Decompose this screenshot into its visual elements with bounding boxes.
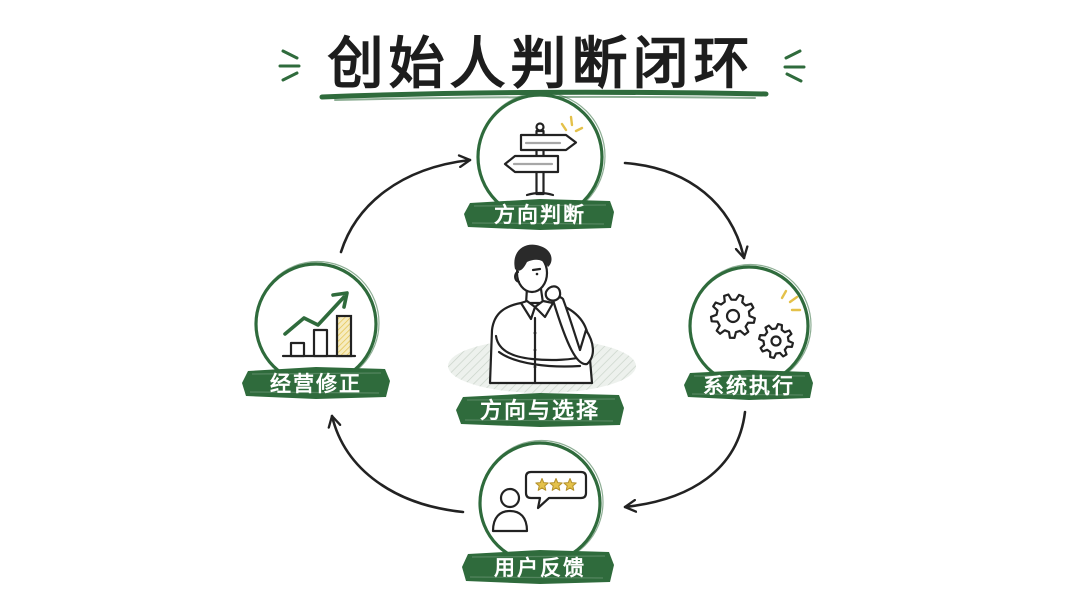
node-label: 经营修正: [270, 372, 362, 396]
node-user-feedback: 用户反馈: [462, 439, 614, 584]
user-body-icon: [491, 509, 529, 533]
cycle-arrows: [327, 154, 749, 514]
arrow-correction-to-direction: [339, 154, 472, 254]
center-label-banner: [456, 393, 624, 427]
center-label: 方向与选择: [480, 398, 600, 424]
arrow-feedback-to-correction: [327, 414, 465, 514]
title-right-accent-dashes: [783, 49, 806, 83]
rating-star-icon: [549, 478, 563, 491]
node-label-banner: [242, 367, 390, 399]
small-gear-hub: [770, 335, 782, 347]
large-gear-hub: [725, 308, 741, 324]
title-left-accent-dashes: [278, 49, 301, 82]
rating-star-icon: [563, 478, 577, 491]
node-system-execution: 系统执行: [684, 263, 813, 400]
trend-arrowhead-icon: [331, 291, 349, 309]
node-label-banner: [464, 199, 614, 230]
user-head-icon: [499, 487, 521, 509]
chart-bar-icon: [289, 341, 306, 358]
chart-bar-icon: [335, 314, 353, 358]
node-operating-correction: 经营修正: [242, 260, 390, 399]
thinking-person-icon: [488, 244, 594, 385]
diagram-title: 创始人判断闭环: [328, 32, 755, 97]
node-direction-judgment: 方向判断: [464, 91, 614, 230]
node-label-banner: [462, 550, 614, 584]
signpost-icon: [503, 115, 584, 197]
node-label: 系统执行: [703, 374, 795, 398]
node-label: 用户反馈: [494, 556, 586, 580]
growth-chart-icon: [281, 291, 357, 358]
arrow-execution-to-feedback: [623, 410, 747, 513]
center-focus: 方向与选择: [448, 244, 636, 427]
gears-icon: [709, 289, 802, 359]
trend-arrow-icon: [283, 295, 346, 336]
title-group: 创始人判断闭环: [278, 32, 806, 101]
user-feedback-icon: [491, 470, 588, 533]
node-label-banner: [684, 370, 813, 400]
node-label: 方向判断: [494, 203, 586, 227]
arrow-direction-to-execution: [623, 161, 749, 260]
rating-star-icon: [535, 478, 549, 491]
chart-bar-icon: [312, 328, 329, 358]
